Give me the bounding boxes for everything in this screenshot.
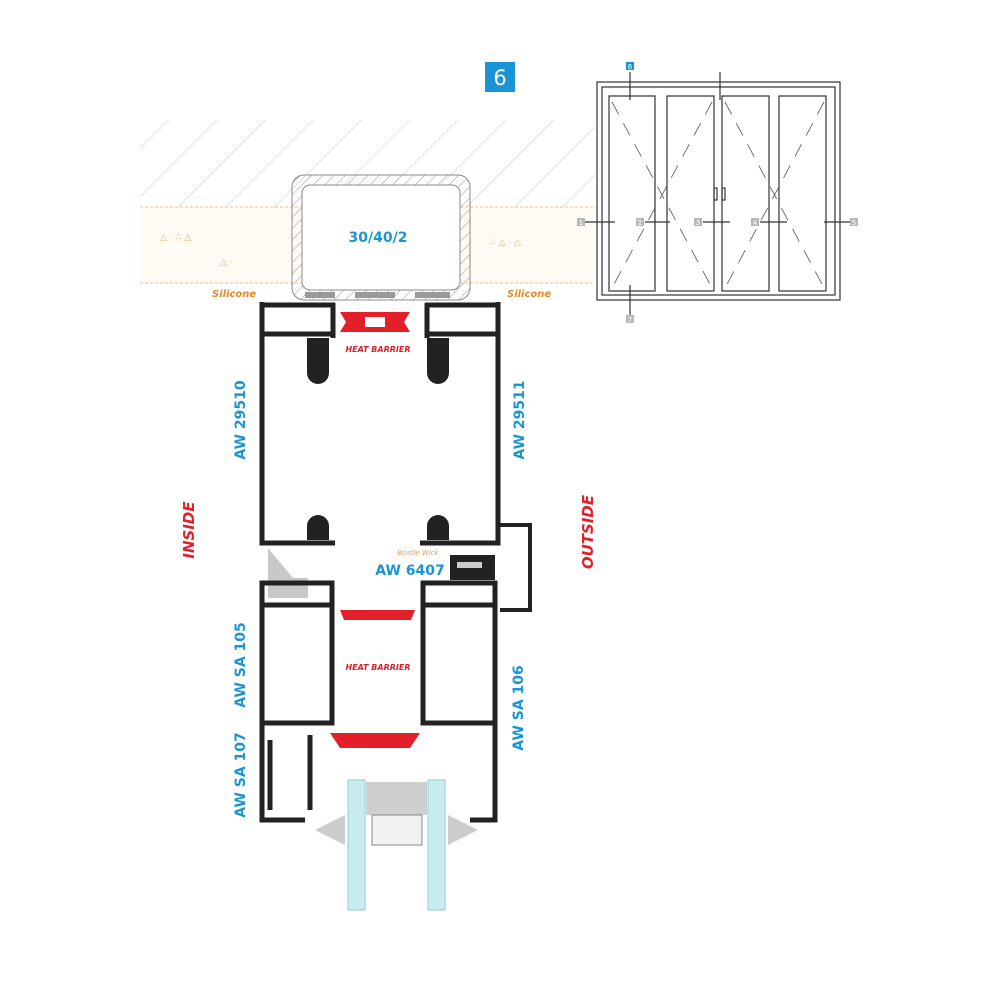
svg-text:△ · ∴ △: △ · ∴ △ bbox=[160, 233, 191, 243]
heat-barrier-top-label: HEAT BARRIER bbox=[345, 345, 410, 354]
heat-barrier-bottom bbox=[340, 610, 415, 620]
svg-text:7: 7 bbox=[628, 316, 632, 324]
outside-label: OUTSIDE bbox=[579, 494, 597, 569]
profile-label-aw6407: AW 6407 bbox=[375, 563, 445, 579]
svg-text:6: 6 bbox=[493, 66, 506, 90]
profile-label-aw29511: AW 29511 bbox=[512, 380, 528, 459]
detail-number-badge: 6 bbox=[485, 62, 515, 92]
svg-text:3: 3 bbox=[696, 219, 700, 227]
outer-frame-profile bbox=[259, 302, 501, 546]
heat-barrier-bottom-label: HEAT BARRIER bbox=[345, 663, 410, 672]
sash-profile bbox=[259, 580, 498, 823]
profile-label-awsa106: AW SA 106 bbox=[511, 665, 527, 751]
svg-text:6: 6 bbox=[628, 63, 633, 71]
svg-text:△ ·: △ · bbox=[220, 258, 233, 268]
svg-text:∴ △ · △: ∴ △ · △ bbox=[490, 238, 521, 248]
steel-section-label: 30/40/2 bbox=[349, 230, 408, 246]
profile-label-aw29510: AW 29510 bbox=[233, 380, 249, 459]
inside-gasket bbox=[268, 548, 308, 598]
door-elevation-key bbox=[585, 72, 850, 315]
frame-lugs bbox=[307, 338, 449, 540]
svg-text:4: 4 bbox=[753, 219, 758, 227]
svg-text:2: 2 bbox=[638, 219, 642, 227]
outer-cap-profile bbox=[500, 523, 532, 612]
svg-text:5: 5 bbox=[852, 219, 856, 227]
silicone-label-right: Silicone bbox=[507, 289, 551, 300]
silicone-label-left: Silicone bbox=[212, 289, 256, 300]
profile-label-awsa107: AW SA 107 bbox=[233, 732, 249, 818]
double-glazing-unit bbox=[315, 779, 478, 911]
heat-barrier-bottom-lower bbox=[330, 733, 420, 748]
svg-text:1: 1 bbox=[579, 219, 583, 227]
profile-label-awsa105: AW SA 105 bbox=[233, 622, 249, 708]
inside-label: INSIDE bbox=[180, 501, 198, 559]
elevation-markers: 1 2 3 4 5 6 7 bbox=[577, 62, 858, 324]
steel-box-section: 30/40/2 bbox=[291, 174, 471, 301]
bristle-wick-label: Bristle Wick bbox=[397, 549, 439, 557]
